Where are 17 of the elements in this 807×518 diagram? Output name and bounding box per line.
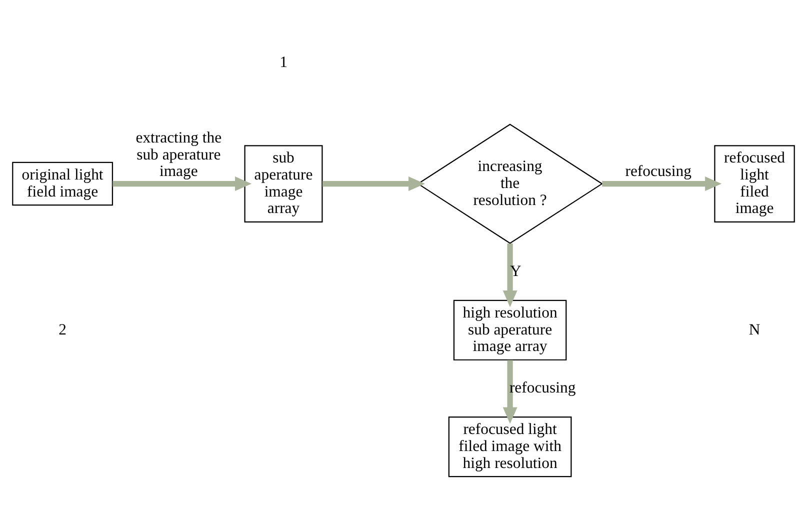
node-box: high resolution sub aperature image array	[453, 299, 567, 360]
edge-label: extracting the sub aperature image	[136, 129, 222, 180]
arrow	[112, 176, 252, 191]
arrow	[322, 176, 426, 191]
node-box: sub aperature image array	[244, 144, 323, 222]
edge-label: refocusing	[509, 379, 576, 396]
node-box: original light field image	[12, 161, 114, 206]
node-box: refocused light filed image with high resolution	[448, 416, 572, 477]
arrow	[602, 176, 722, 191]
label: N	[748, 320, 760, 338]
label: 2	[58, 320, 66, 338]
edge-label: refocusing	[625, 162, 692, 180]
label: 1	[280, 53, 288, 70]
node-box: refocused light filed image	[714, 144, 795, 222]
edge-label: Y	[510, 262, 522, 280]
arrow	[502, 243, 518, 307]
arrow	[502, 360, 518, 424]
